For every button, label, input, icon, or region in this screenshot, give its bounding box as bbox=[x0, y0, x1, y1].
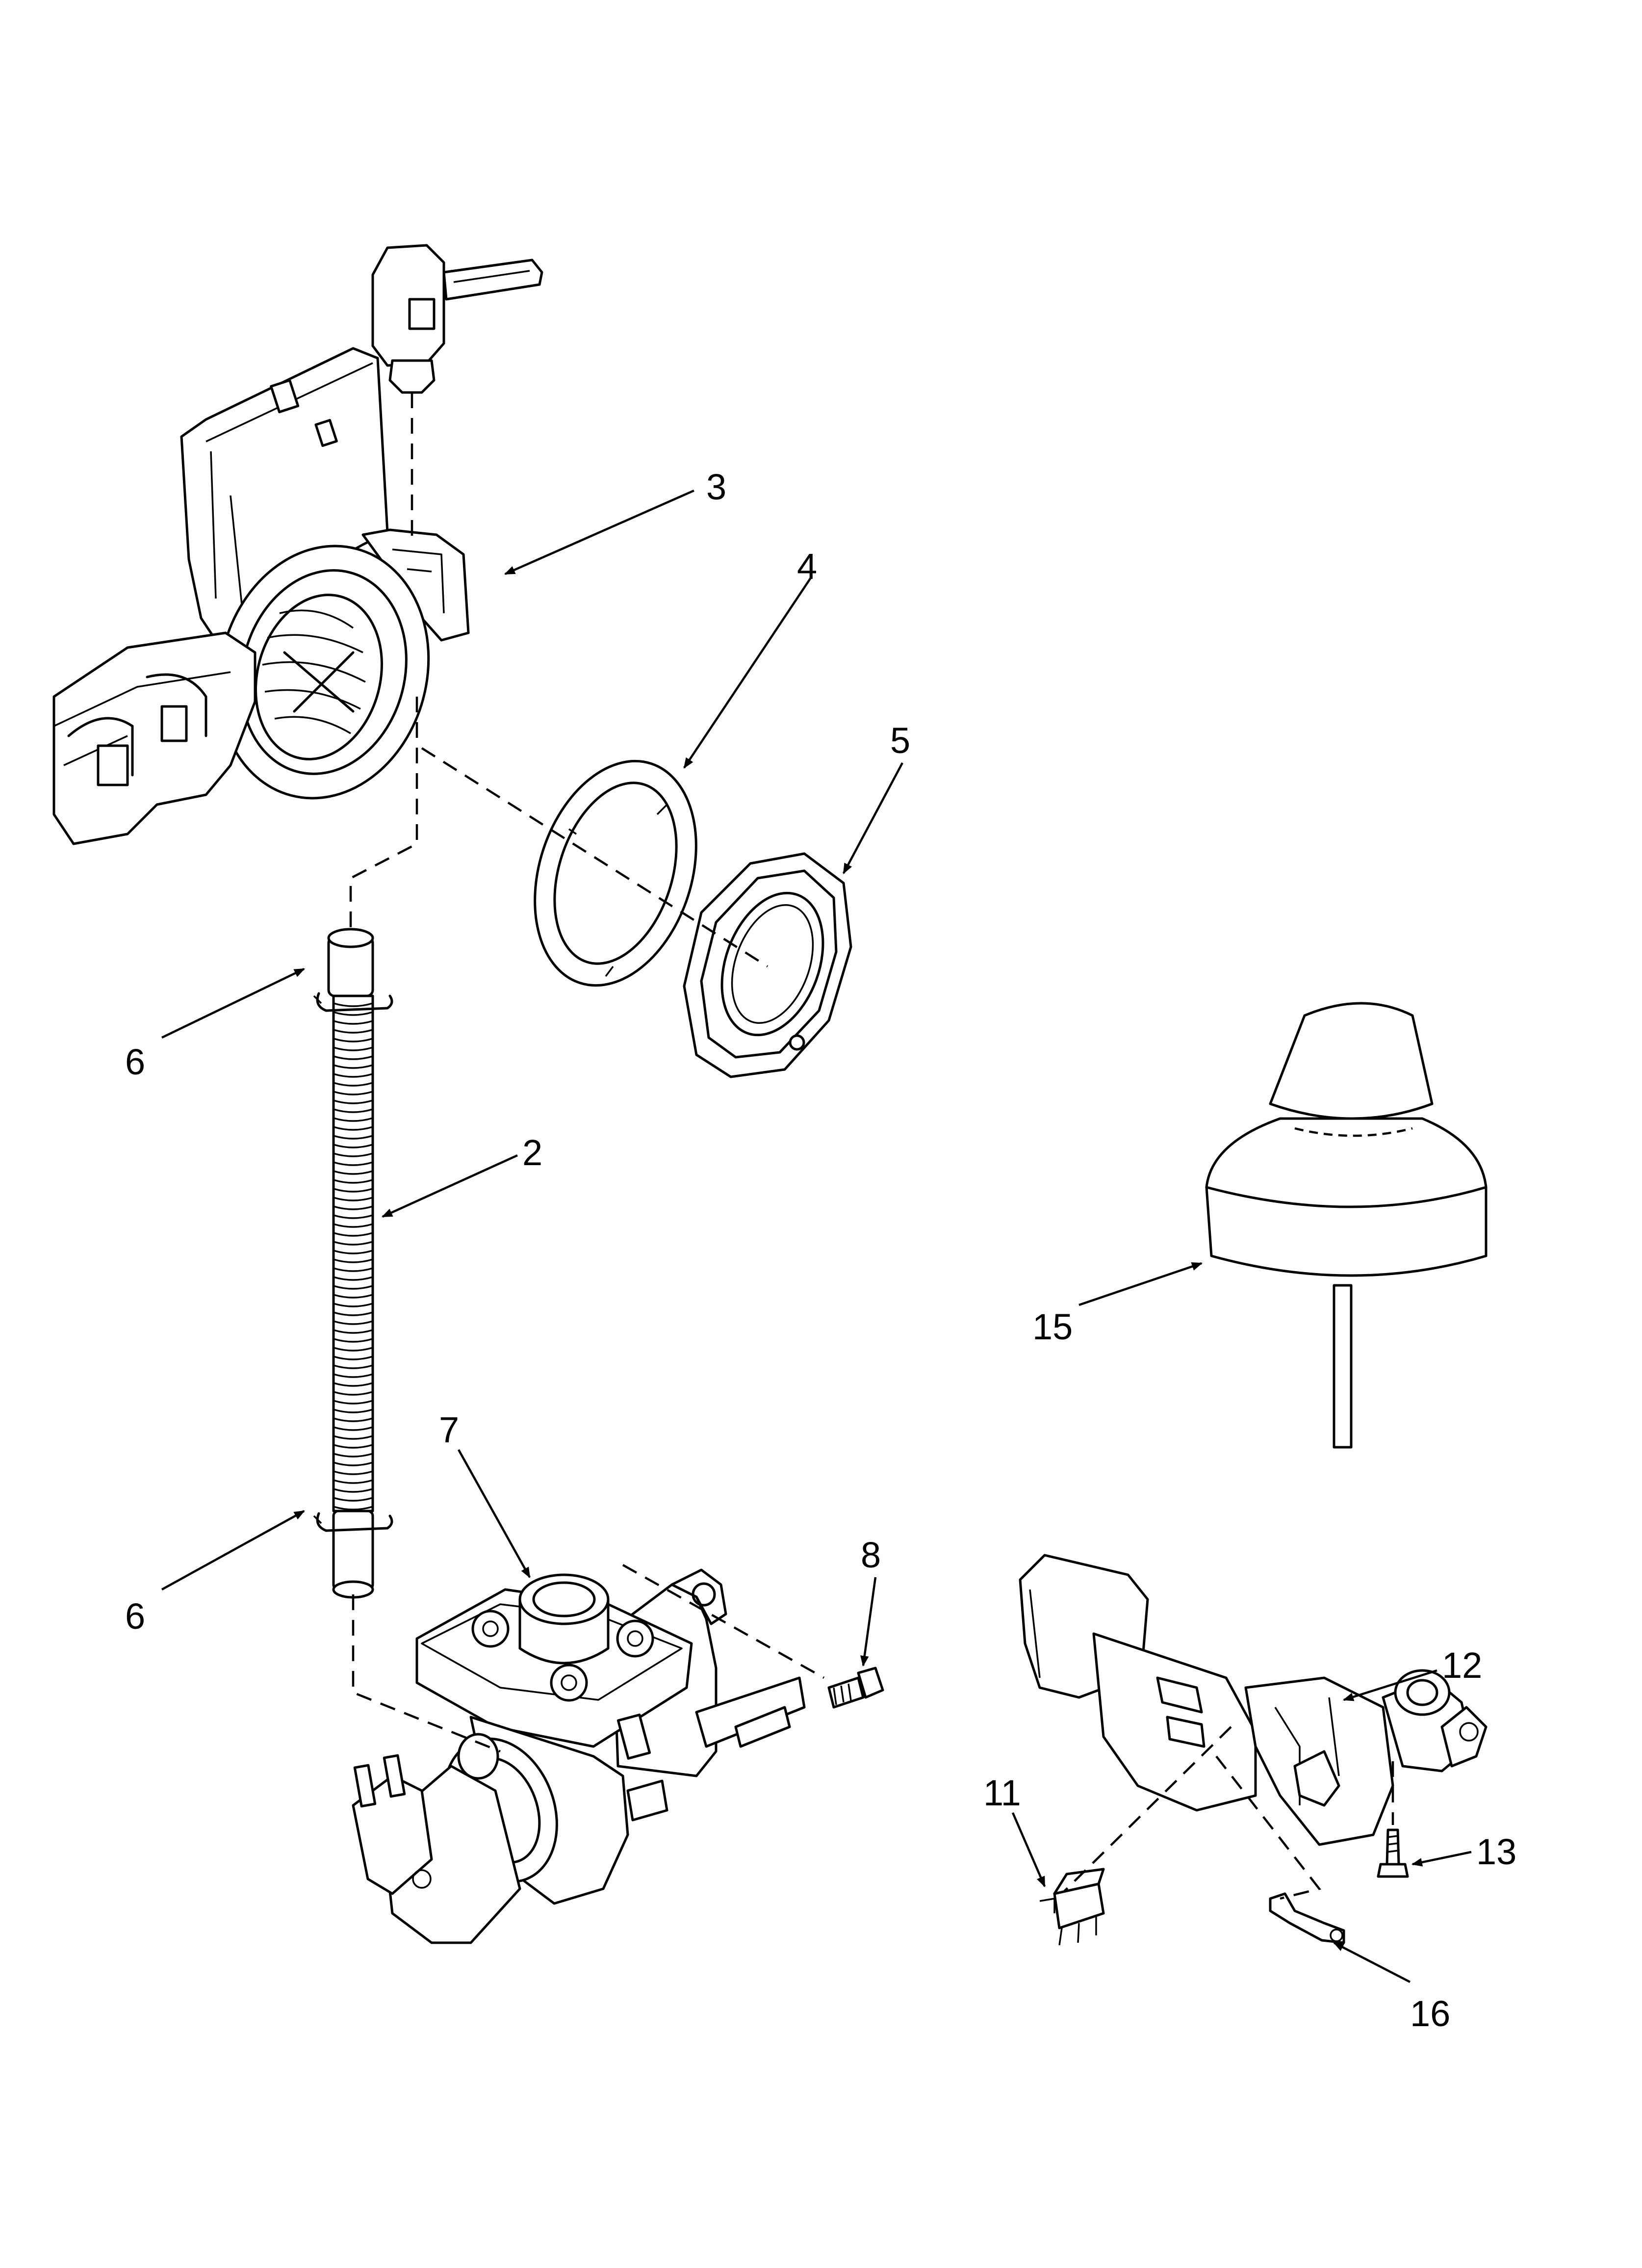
part-labels: 3 4 5 6 2 6 7 8 15 12 11 13 16 bbox=[125, 467, 1516, 2034]
label-part-7: 7 bbox=[439, 1409, 459, 1450]
hose-clamp-lower-drawing bbox=[313, 1512, 393, 1532]
label-part-16: 16 bbox=[1410, 1993, 1450, 2034]
label-part-6b: 6 bbox=[125, 1596, 145, 1637]
label-part-2: 2 bbox=[522, 1132, 542, 1173]
screw-13-drawing bbox=[1377, 1828, 1409, 1878]
float-switch-bracket-drawing bbox=[1019, 1554, 1488, 1846]
label-part-15: 15 bbox=[1032, 1306, 1073, 1347]
inlet-valve-drawing bbox=[352, 1568, 806, 1944]
screw-8-drawing bbox=[827, 1667, 884, 1709]
hex-nut-drawing bbox=[683, 852, 852, 1078]
label-part-8: 8 bbox=[861, 1535, 881, 1575]
micro-switch-drawing bbox=[1039, 1868, 1105, 1946]
label-part-12: 12 bbox=[1442, 1645, 1482, 1686]
lever-drawing bbox=[1269, 1892, 1345, 1944]
assembly-lines bbox=[349, 392, 1394, 1900]
inlet-housing-drawing bbox=[52, 244, 543, 845]
label-part-11: 11 bbox=[983, 1773, 1021, 1813]
label-part-5: 5 bbox=[890, 720, 910, 761]
float-drawing bbox=[1205, 1002, 1488, 1449]
leader-lines bbox=[161, 489, 1472, 1983]
label-part-6a: 6 bbox=[125, 1042, 145, 1082]
label-part-4: 4 bbox=[797, 546, 817, 587]
hose-clamp-upper-drawing bbox=[313, 992, 393, 1012]
label-part-3: 3 bbox=[706, 467, 726, 507]
corrugated-hose-drawing bbox=[327, 928, 374, 1599]
flat-gasket-drawing bbox=[534, 759, 697, 987]
label-part-13: 13 bbox=[1476, 1831, 1516, 1872]
